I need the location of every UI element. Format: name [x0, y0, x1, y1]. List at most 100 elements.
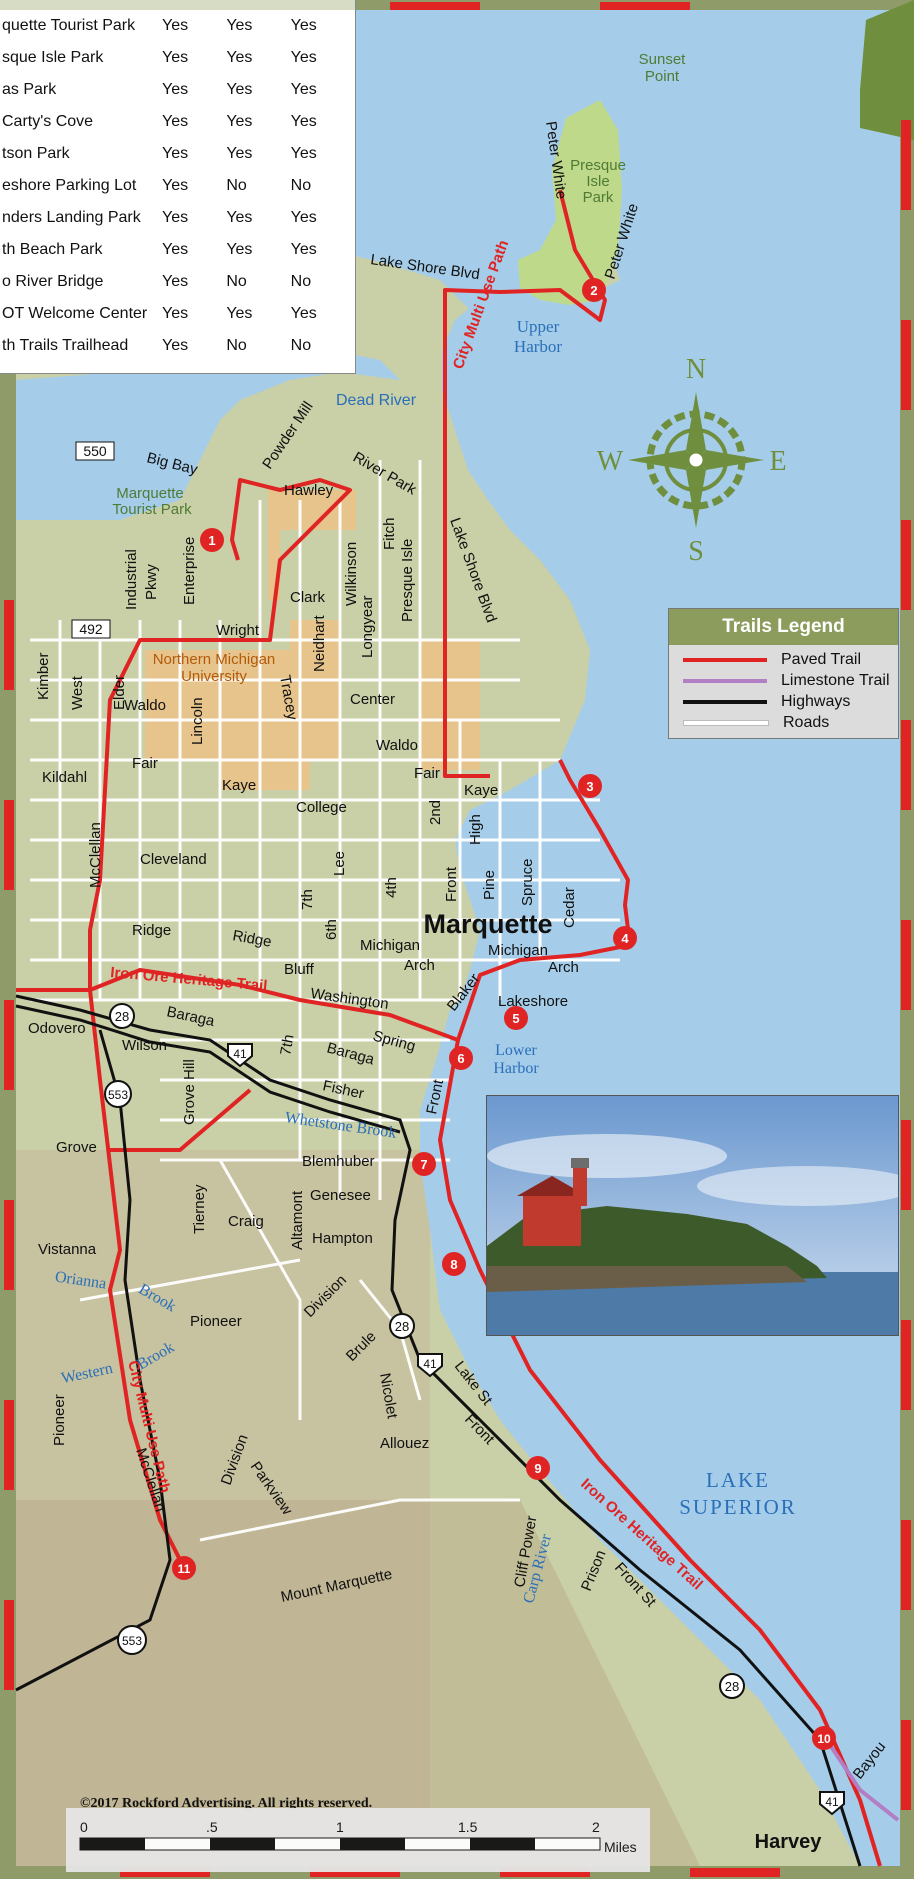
border-stripes — [4, 2, 911, 1877]
street-label: Presque Isle — [399, 539, 416, 622]
sunset-point-label: Sunset — [639, 51, 687, 68]
street-label: Bluff — [284, 961, 315, 978]
trailhead-marker-11[interactable]: 11 — [172, 1556, 196, 1580]
amenity-value-cell: Yes — [290, 113, 317, 130]
dead-river-label: Dead River — [336, 392, 417, 409]
amenity-value-cell: Yes — [290, 17, 317, 34]
amenity-value-cell: Yes — [226, 49, 253, 66]
street-label: Wright — [216, 622, 260, 639]
compass-west: W — [597, 446, 624, 477]
svg-text:4: 4 — [621, 931, 629, 946]
svg-text:41: 41 — [825, 1795, 839, 1809]
compass-south: S — [688, 536, 704, 567]
street-label: Tierney — [191, 1184, 208, 1234]
tourist-park-label-2: Tourist Park — [112, 501, 192, 518]
trailhead-marker-9[interactable]: 9 — [526, 1456, 550, 1480]
street-label: Neidhart — [311, 614, 328, 672]
svg-text:550: 550 — [83, 443, 107, 459]
street-label: Lakeshore — [498, 993, 568, 1010]
trailhead-marker-5[interactable]: 5 — [504, 1006, 528, 1030]
trailhead-marker-1[interactable]: 1 — [200, 528, 224, 552]
trailhead-marker-2[interactable]: 2 — [582, 278, 606, 302]
upper-harbor-label: Upper — [517, 317, 560, 336]
sunset-point-label-2: Point — [645, 68, 680, 85]
amenity-value-cell: Yes — [290, 145, 317, 162]
street-label: Front — [443, 866, 460, 902]
street-label: Lee — [331, 851, 348, 876]
street-label: Lincoln — [189, 697, 206, 745]
legend-swatch — [683, 699, 767, 704]
amenity-value-cell: Yes — [162, 241, 189, 258]
legend-item-highways: Highways — [669, 691, 898, 712]
svg-text:28: 28 — [395, 1319, 409, 1334]
street-label: Clark — [290, 589, 326, 606]
lower-harbor-label-2: Harbor — [493, 1060, 539, 1077]
amenity-value-cell: Yes — [226, 17, 253, 34]
presque-isle-label-2: Isle — [586, 173, 609, 190]
nmu-label: Northern Michigan — [153, 651, 276, 668]
trailhead-marker-8[interactable]: 8 — [442, 1252, 466, 1276]
tourist-park-label: Marquette — [116, 485, 184, 502]
amenity-value-cell: Yes — [226, 305, 253, 322]
scale-unit: Miles — [604, 1839, 637, 1855]
street-label: Kimber — [35, 652, 52, 700]
location-name-cell: sque Isle Park — [2, 49, 104, 66]
compass-rose: N S E W — [597, 354, 787, 567]
nmu-label-2: University — [181, 668, 247, 685]
presque-isle-label-3: Park — [583, 189, 614, 206]
street-label: Genesee — [310, 1187, 371, 1204]
trailhead-marker-3[interactable]: 3 — [578, 774, 602, 798]
svg-text:11: 11 — [178, 1562, 191, 1576]
amenity-value-cell: No — [290, 273, 312, 290]
scale-tick-4: 2 — [592, 1819, 600, 1835]
legend-label: Roads — [783, 713, 830, 731]
trailhead-marker-4[interactable]: 4 — [613, 926, 637, 950]
legend-swatch — [683, 719, 769, 726]
amenity-value-cell: Yes — [162, 177, 189, 194]
street-label: Grove Hill — [181, 1059, 198, 1125]
amenity-value-cell: Yes — [162, 113, 189, 130]
street-label: Enterprise — [181, 537, 198, 605]
street-label: Kaye — [222, 777, 256, 794]
street-label: Blemhuber — [302, 1153, 375, 1170]
amenity-value-cell: Yes — [226, 145, 253, 162]
street-label: Michigan — [360, 937, 420, 954]
trailhead-marker-6[interactable]: 6 — [449, 1046, 473, 1070]
legend-item-roads: Roads — [669, 712, 898, 733]
highways — [15, 994, 862, 1867]
svg-text:5: 5 — [512, 1011, 519, 1026]
lake-label-2: SUPERIOR — [679, 1495, 797, 1519]
city-name: Marquette — [423, 909, 552, 939]
street-label: High — [467, 814, 484, 845]
street-label: Michigan — [488, 942, 548, 959]
amenity-value-cell: No — [290, 337, 312, 354]
trailhead-marker-7[interactable]: 7 — [412, 1152, 436, 1176]
trails-legend: Trails Legend Paved Trail Limestone Trai… — [668, 608, 899, 739]
trailhead-marker-10[interactable]: 10 — [812, 1726, 836, 1750]
amenity-value-cell: Yes — [162, 17, 189, 34]
michigan-inset-shape — [860, 0, 914, 140]
amenity-value-cell: Yes — [290, 81, 317, 98]
street-label: Ridge — [132, 922, 171, 939]
street-label: Hampton — [312, 1230, 373, 1247]
highway-28-shield: 28 — [109, 1003, 135, 1029]
street-label: Cedar — [561, 887, 578, 928]
lake-label: LAKE — [706, 1468, 770, 1492]
svg-text:6: 6 — [457, 1051, 464, 1066]
dead-river — [16, 350, 400, 520]
svg-text:553: 553 — [108, 1088, 128, 1102]
legend-item-limestone: Limestone Trail — [669, 670, 898, 691]
svg-text:28: 28 — [115, 1009, 129, 1024]
amenity-value-cell: Yes — [226, 209, 253, 226]
street-label: Pkwy — [143, 564, 160, 600]
street-label: Altamont — [289, 1190, 306, 1250]
scale-tick-1: .5 — [206, 1819, 218, 1835]
compass-north: N — [686, 354, 706, 385]
street-label: Odovero — [28, 1020, 86, 1037]
